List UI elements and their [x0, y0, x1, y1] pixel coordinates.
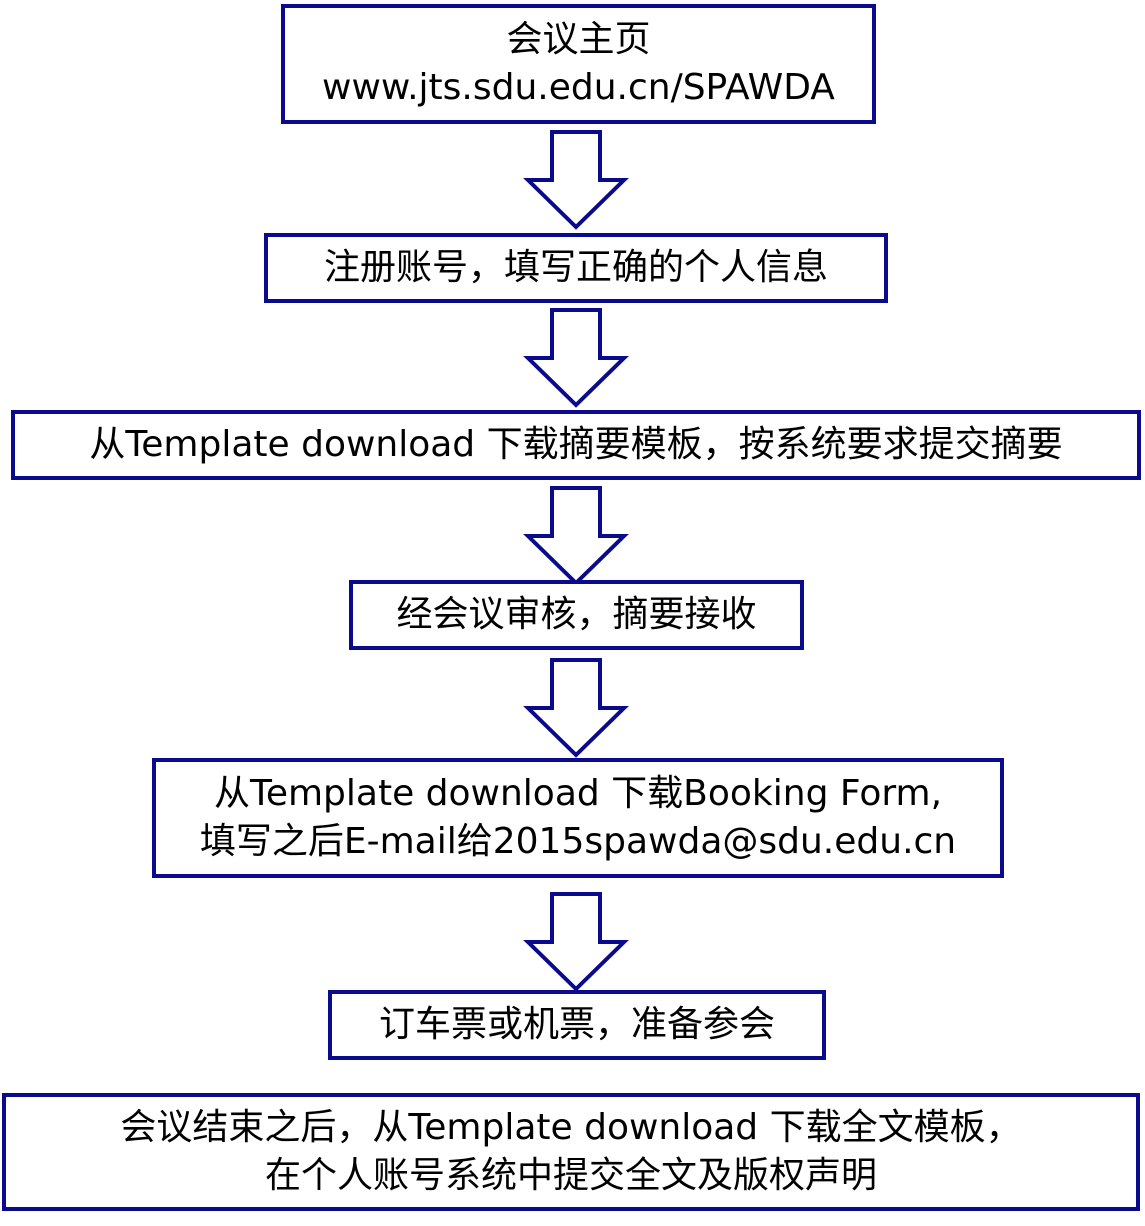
- step-box-book-tickets: 订车票或机票，准备参会: [328, 990, 826, 1060]
- down-arrow-icon: [523, 658, 629, 758]
- step-text-line: 填写之后E-mail给2015spawda@sdu.edu.cn: [199, 821, 957, 862]
- down-arrow-icon: [523, 308, 629, 408]
- step-text-line: 会议主页: [506, 19, 651, 60]
- step-text-line: 会议结束之后，从Template download 下载全文模板，: [120, 1107, 1022, 1148]
- down-arrow-icon: [523, 130, 629, 230]
- step-box-conference-homepage: 会议主页 www.jts.sdu.edu.cn/SPAWDA: [281, 4, 876, 124]
- step-text-line: 经会议审核，摘要接收: [396, 594, 757, 635]
- step-text-line: www.jts.sdu.edu.cn/SPAWDA: [322, 67, 835, 108]
- step-box-submit-full-paper: 会议结束之后，从Template download 下载全文模板， 在个人账号系…: [2, 1093, 1140, 1211]
- down-arrow-icon: [523, 486, 629, 586]
- step-box-submit-abstract: 从Template download 下载摘要模板，按系统要求提交摘要: [11, 410, 1141, 480]
- step-text-line: 在个人账号系统中提交全文及版权声明: [264, 1155, 877, 1196]
- step-text-line: 从Template download 下载摘要模板，按系统要求提交摘要: [89, 424, 1063, 465]
- down-arrow-icon: [523, 892, 629, 992]
- step-text-line: 从Template download 下载Booking Form,: [213, 773, 943, 814]
- step-box-abstract-review: 经会议审核，摘要接收: [349, 580, 804, 650]
- step-box-booking-form: 从Template download 下载Booking Form, 填写之后E…: [152, 758, 1004, 878]
- step-text-line: 注册账号，填写正确的个人信息: [323, 247, 828, 288]
- step-box-register-account: 注册账号，填写正确的个人信息: [264, 233, 888, 303]
- step-text-line: 订车票或机票，准备参会: [378, 1004, 775, 1045]
